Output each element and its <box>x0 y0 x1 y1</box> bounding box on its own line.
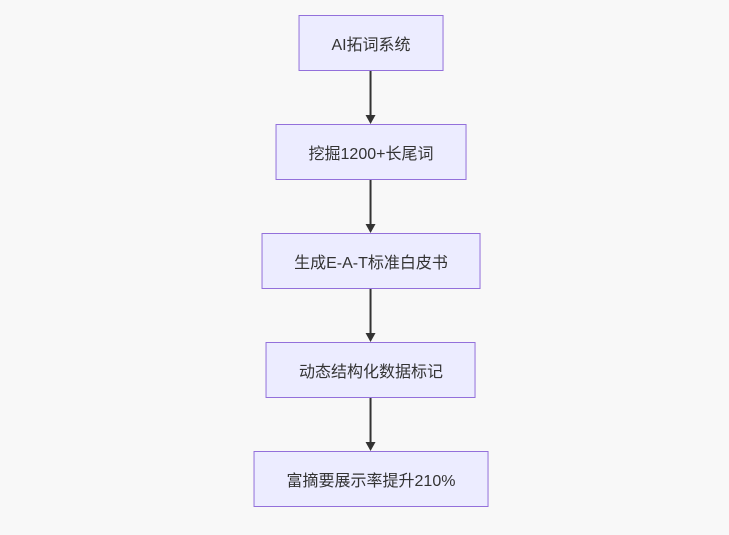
edge-line <box>370 71 372 115</box>
node-label: 富摘要展示率提升210% <box>286 473 456 490</box>
edge-line <box>370 398 372 442</box>
flowchart-node-eat-whitepaper: 生成E-A-T标准白皮书 <box>261 233 481 289</box>
edge-line <box>370 289 372 333</box>
edge-c-to-d <box>366 289 376 342</box>
arrow-down-icon <box>366 333 376 342</box>
flowchart-node-ai-word-expansion: AI拓词系统 <box>298 15 444 71</box>
node-label: AI拓词系统 <box>331 37 411 54</box>
node-label: 挖掘1200+长尾词 <box>308 146 434 163</box>
flowchart-node-structured-data: 动态结构化数据标记 <box>265 342 476 398</box>
arrow-down-icon <box>366 115 376 124</box>
edge-a-to-b <box>366 71 376 124</box>
flowchart-node-longtail-mining: 挖掘1200+长尾词 <box>275 124 467 180</box>
edge-line <box>370 180 372 224</box>
arrow-down-icon <box>366 224 376 233</box>
edge-b-to-c <box>366 180 376 233</box>
flowchart-node-rich-snippet-result: 富摘要展示率提升210% <box>253 451 489 507</box>
edge-d-to-e <box>366 398 376 451</box>
flowchart: AI拓词系统 挖掘1200+长尾词 生成E-A-T标准白皮书 动态结构化数据标记… <box>253 15 489 507</box>
arrow-down-icon <box>366 442 376 451</box>
node-label: 生成E-A-T标准白皮书 <box>294 255 448 272</box>
node-label: 动态结构化数据标记 <box>298 364 443 381</box>
